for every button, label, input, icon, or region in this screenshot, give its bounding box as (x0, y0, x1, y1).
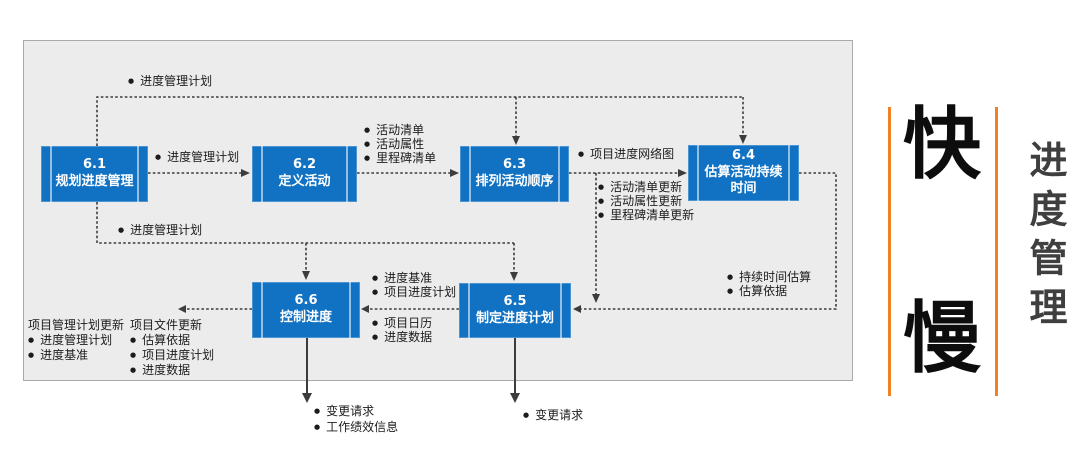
process-name: 定义活动 (278, 174, 331, 189)
process-name: 制定进度计划 (475, 310, 554, 326)
label-plan-mid: 进度管理计划 (155, 150, 239, 164)
process-box-6-1: 6.1 规划进度管理 (41, 146, 148, 202)
process-box-6-6: 6.6 控制进度 (252, 282, 360, 338)
label-schedule-outputs-top: 进度基准 项目进度计划 (372, 271, 456, 299)
slow-character: 慢 (903, 294, 982, 384)
process-number: 6.1 (82, 157, 107, 173)
accent-line-right (995, 107, 998, 396)
label-network-diagram: 项目进度网络图 (578, 147, 674, 161)
accent-line-left (888, 107, 891, 396)
process-name: 排列活动顺序 (475, 174, 554, 189)
process-box-6-4: 6.4 估算活动持续时间 (688, 145, 799, 201)
label-develop-outputs: 变更请求 (523, 408, 583, 422)
process-box-6-5: 6.5 制定进度计划 (459, 283, 571, 338)
process-name: 估算活动持续时间 (704, 164, 783, 197)
process-name: 控制进度 (279, 310, 332, 325)
label-plan-low: 进度管理计划 (118, 223, 202, 237)
label-activity-outputs: 活动清单 活动属性 里程碑清单 (364, 123, 436, 165)
process-number: 6.3 (502, 157, 527, 173)
process-box-6-2: 6.2 定义活动 (252, 146, 357, 202)
process-name: 规划进度管理 (55, 174, 134, 189)
process-box-6-3: 6.3 排列活动顺序 (460, 146, 569, 202)
process-number: 6.6 (294, 293, 318, 309)
label-plan-top: 进度管理计划 (128, 74, 212, 88)
label-duration-outputs: 持续时间估算 估算依据 (727, 270, 811, 298)
label-sequence-updates: 活动清单更新 活动属性更新 里程碑清单更新 (598, 180, 694, 222)
process-number: 6.4 (731, 147, 756, 163)
process-number: 6.5 (503, 293, 527, 309)
vertical-title: 进度管理 (1023, 140, 1067, 336)
label-doc-updates: 项目文件更新 估算依据 项目进度计划 进度数据 (130, 318, 214, 378)
label-control-outputs: 变更请求 工作绩效信息 (314, 403, 398, 435)
label-pm-plan-updates: 项目管理计划更新 进度管理计划 进度基准 (28, 318, 124, 363)
arrowhead (302, 393, 312, 403)
fast-character: 快 (903, 100, 982, 190)
process-number: 6.2 (292, 157, 317, 173)
arrowhead (510, 393, 520, 403)
label-schedule-outputs-bottom: 项目日历 进度数据 (372, 316, 432, 344)
